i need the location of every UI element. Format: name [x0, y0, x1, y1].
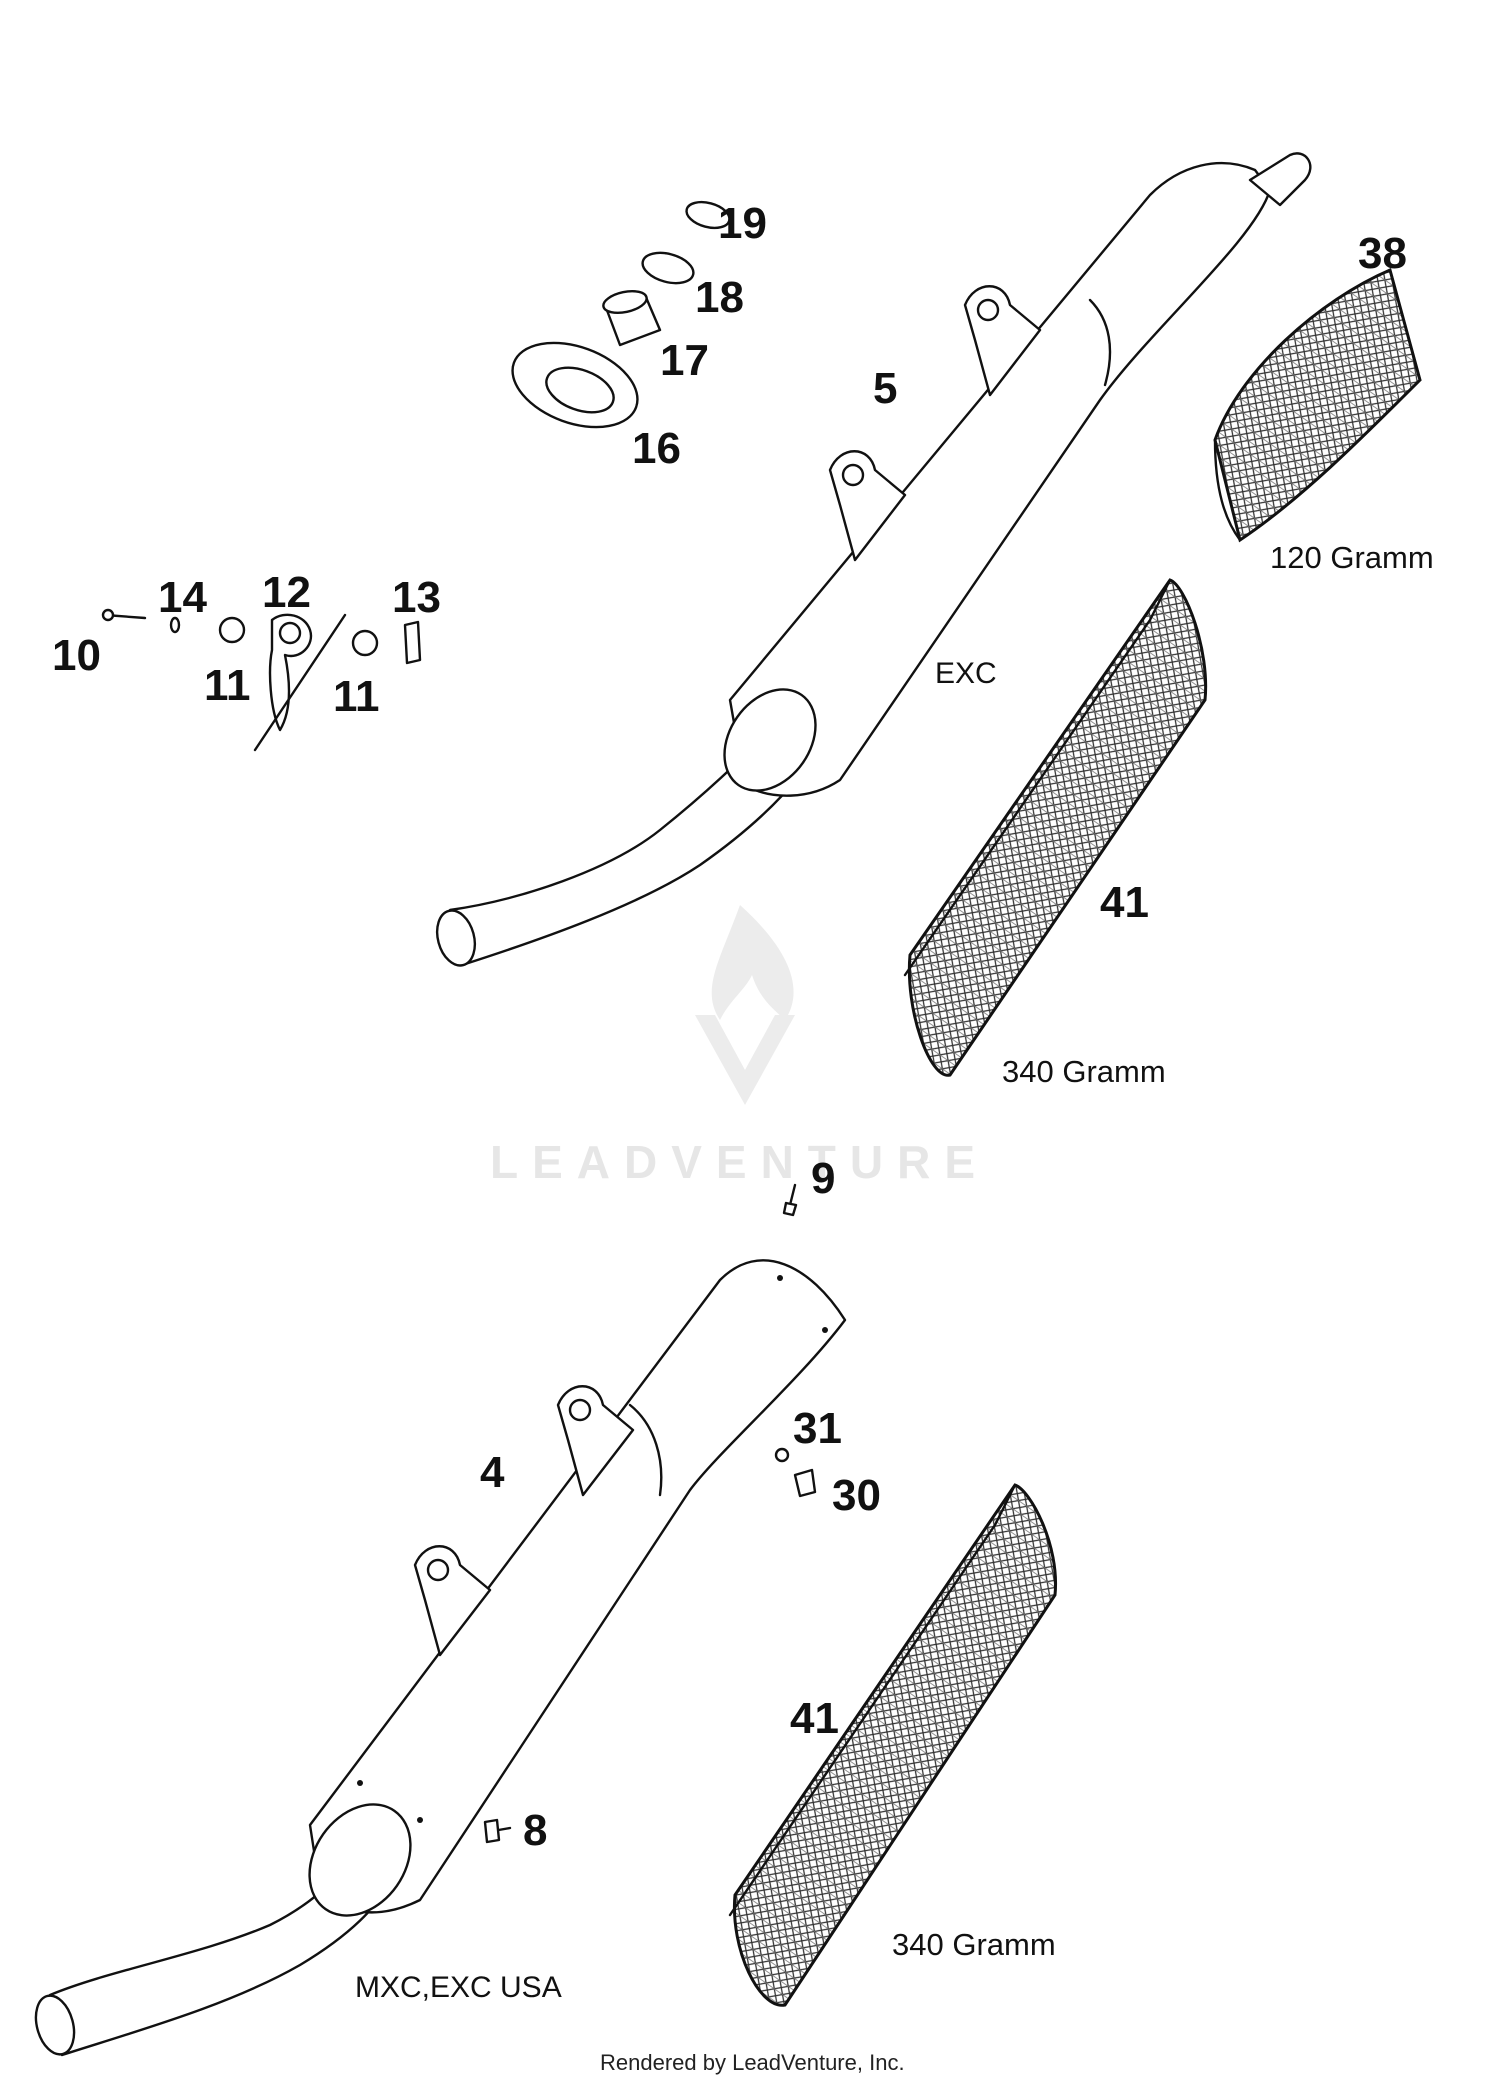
callout-14: 14: [158, 573, 207, 622]
packing-41-bottom: [728, 1483, 1058, 2007]
screws: [483, 1183, 817, 1844]
callout-30: 30: [832, 1471, 881, 1520]
callout-11-right: 11: [333, 672, 380, 721]
silencer-mxc: MXC,EXC USA: [34, 1259, 847, 2057]
weight-note-120: 120 Gramm: [1270, 540, 1434, 575]
callout-18: 18: [695, 273, 744, 322]
model-label-exc: EXC: [935, 657, 997, 690]
packing-41-top: [903, 578, 1208, 1077]
callout-12: 12: [262, 568, 311, 617]
callout-38: 38: [1358, 229, 1407, 278]
weight-note-340-bottom: 340 Gramm: [892, 1927, 1056, 1962]
callout-8: 8: [523, 1806, 547, 1855]
callout-13: 13: [392, 573, 441, 622]
packing-38: [1213, 267, 1422, 543]
callout-11-left: 11: [204, 661, 251, 710]
model-label-mxc: MXC,EXC USA: [355, 1971, 562, 2004]
watermark: LEADVENTURE: [490, 905, 989, 1188]
callout-31: 31: [793, 1404, 842, 1453]
callout-4: 4: [480, 1448, 505, 1497]
weight-note-340-top: 340 Gramm: [1002, 1054, 1166, 1089]
callout-19: 19: [718, 199, 767, 248]
callout-10: 10: [52, 631, 101, 680]
watermark-text: LEADVENTURE: [490, 1136, 989, 1188]
callout-5: 5: [873, 364, 897, 413]
callout-41-top: 41: [1100, 878, 1149, 927]
callout-9: 9: [811, 1154, 835, 1203]
callout-17: 17: [660, 336, 709, 385]
callout-41-bottom: 41: [790, 1694, 839, 1743]
silencer-exc: EXC: [435, 152, 1312, 967]
mounting-parts: [101, 608, 422, 752]
end-cap-parts: [511, 200, 731, 429]
render-credit: Rendered by LeadVenture, Inc.: [600, 2050, 905, 2075]
callout-16: 16: [632, 424, 681, 473]
